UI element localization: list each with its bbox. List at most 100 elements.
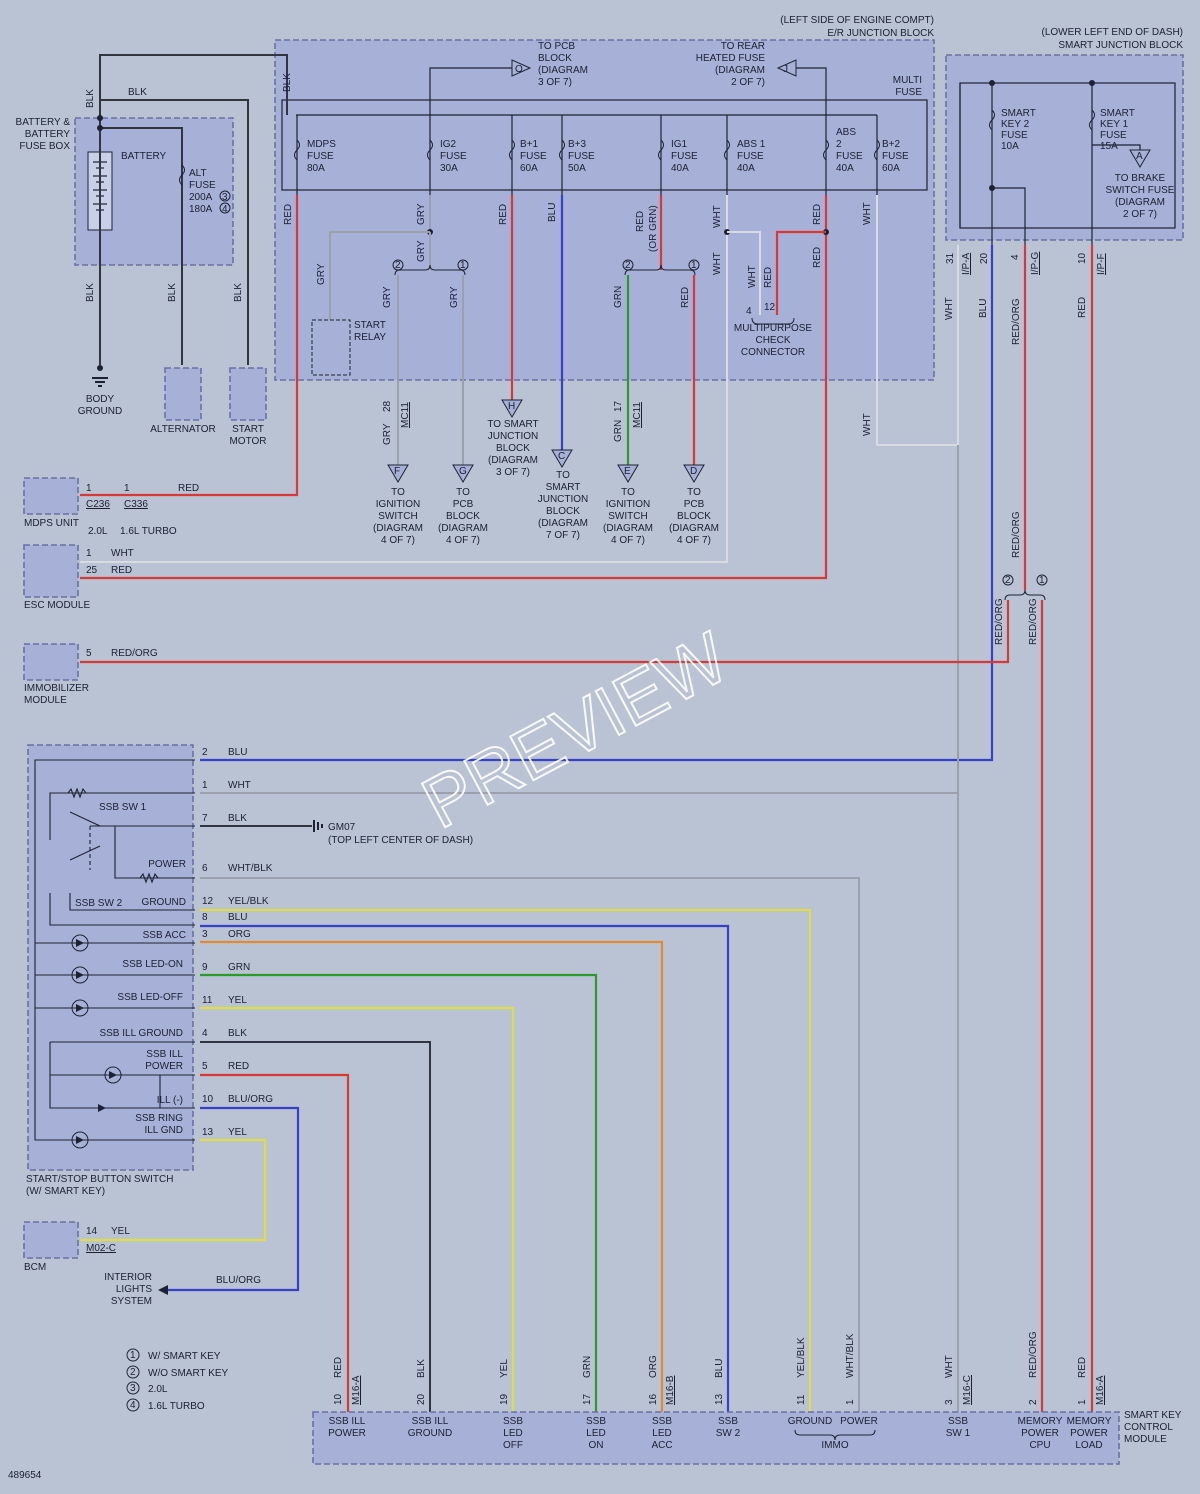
svg-text:BLU: BLU [714,1359,725,1378]
svg-text:M16-C: M16-C [962,1375,973,1405]
battery-box-title-2: BATTERY [25,129,71,140]
legend-text-1: W/ SMART KEY [148,1351,221,1362]
svg-text:M16-A: M16-A [351,1375,362,1405]
dest-d-pcb: D TO PCB BLOCK (DIAGRAM 4 OF 7) [669,464,719,546]
ssb-pin-9: 9 [202,962,208,973]
dest-e-ignition: E TO IGNITION SWITCH (DIAGRAM 4 OF 7) [603,464,653,546]
svg-text:TO: TO [621,487,635,498]
mdps-unit-label: MDPS UNIT [24,518,79,529]
gm07-location: (TOP LEFT CENTER OF DASH) [328,835,473,846]
sjb-name: SMART JUNCTION BLOCK [1058,40,1183,51]
brake-fuse-wire [1092,144,1141,150]
legend-text-3: 2.0L [148,1384,168,1395]
immo-bracket [794,1429,876,1441]
ssb-pin-12: 12 [202,896,214,907]
ssb-pin-4: 4 [202,1028,208,1039]
svg-text:4 OF 7): 4 OF 7) [381,535,415,546]
alt-fuse-label-1: ALT [189,168,207,179]
wire-blu-sw2 [200,924,730,1412]
svg-text:GROUND: GROUND [788,1416,832,1427]
wire-label-blk-1: BLK [85,89,96,108]
ssb-pin-10: 10 [202,1094,214,1105]
ssb-pin-11: 11 [202,995,213,1006]
svg-text:YEL: YEL [499,1359,510,1378]
mpc-bracket [751,317,795,325]
ssb-title-2: (W/ SMART KEY) [26,1186,105,1197]
sjb-conn-ipg: I/P-G [1030,251,1041,275]
multi-fuse-frame [281,99,928,191]
to-rear-wire [796,67,827,115]
mdps-pin-b: 1 [124,483,130,494]
ssb-wire-4: BLK [228,1028,247,1039]
ill-diode-icon [98,1104,106,1112]
wire-yelblk-ground [200,908,812,1412]
svg-text:ORG: ORG [648,1355,659,1378]
svg-text:F: F [394,466,400,477]
esc-pin-25: 25 [86,565,98,576]
svg-text:B+3: B+3 [568,139,587,150]
fuse-mdps: MDPS FUSE 80A [294,115,336,195]
svg-text:BLK: BLK [416,1359,427,1378]
svg-text:ABS 1: ABS 1 [737,139,766,150]
svg-text:FUSE: FUSE [882,151,909,162]
svg-text:3: 3 [130,1383,136,1394]
interior-label-1: INTERIOR [104,1272,152,1283]
mc11-conn-b: MC11 [632,402,643,428]
legend-text-2: W/O SMART KEY [148,1368,229,1379]
svg-text:SW 1: SW 1 [946,1428,971,1439]
smart-key-1-fuse-symbol [1089,109,1095,131]
wire-label-wht-2: WHT [712,252,723,275]
wire-label-redorg-1: RED/ORG [1011,298,1022,345]
svg-text:20: 20 [416,1393,427,1405]
wire-label-red-ig1: RED [635,211,646,232]
brake-text-1: TO BRAKE [1115,173,1166,184]
wire-label-mdps-red-h: RED [178,483,199,494]
wire-red-ill-pwr [200,1073,350,1412]
wire-label-blu-b3: BLU [547,203,558,222]
immobilizer-box [23,643,79,681]
gm07-ground-icon [313,820,323,832]
wire-label-blk-2: BLK [128,87,147,98]
svg-text:1: 1 [130,1350,136,1361]
ssb-wire-6: WHT/BLK [228,863,273,874]
interior-label-2: LIGHTS [116,1284,152,1295]
svg-text:2: 2 [836,139,842,150]
svg-text:80A: 80A [307,163,325,174]
wire-label-red-abs2: RED [812,204,823,225]
mpc-label-2: CHECK [755,335,790,346]
brake-fuse-arrow [1129,149,1151,168]
sjb-pin-20: 20 [979,252,990,264]
skm-title-2: CONTROL [1124,1422,1173,1433]
sjb-conn-ipf: I/P-F [1096,253,1107,275]
svg-text:FUSE: FUSE [836,151,863,162]
gm07-label: GM07 [328,822,356,833]
wire-immo-red-org [80,600,1010,664]
wire-sjb-blu [200,245,994,762]
svg-text:FUSE: FUSE [307,151,334,162]
fuse-b-plus-3: B+3 FUSE 50A [559,115,595,195]
svg-text:3 OF 7): 3 OF 7) [496,467,530,478]
to-pcb-wire [429,67,512,115]
svg-text:SSB ILL: SSB ILL [412,1416,449,1427]
svg-text:GROUND: GROUND [408,1428,452,1439]
svg-text:4: 4 [130,1400,136,1411]
ring-ill-led-icon [71,1131,89,1149]
svg-text:TO SMART: TO SMART [487,419,538,430]
sk1-fuse-3: FUSE [1100,130,1127,141]
svg-text:SSB: SSB [586,1416,606,1427]
ssb-pin-8: 8 [202,912,208,923]
svg-text:RED/ORG: RED/ORG [1028,1331,1039,1378]
wire-org-acc [200,940,664,1412]
mc11-pin-28: 28 [382,400,393,412]
wire-label-wht-b2: WHT [862,202,873,225]
ssb-power-label: POWER [148,859,186,870]
dest-h-sjb: H TO SMART JUNCTION BLOCK (DIAGRAM 3 OF … [487,399,539,478]
svg-text:C: C [558,451,565,462]
svg-text:IG2: IG2 [440,139,457,150]
alternator-box [164,367,202,421]
mdps-conn-c236: C236 [86,499,110,510]
svg-text:PCB: PCB [684,499,705,510]
immo-label: IMMO [821,1440,848,1451]
ssb-pin-6: 6 [202,863,208,874]
ssb-pin-2: 2 [202,747,208,758]
